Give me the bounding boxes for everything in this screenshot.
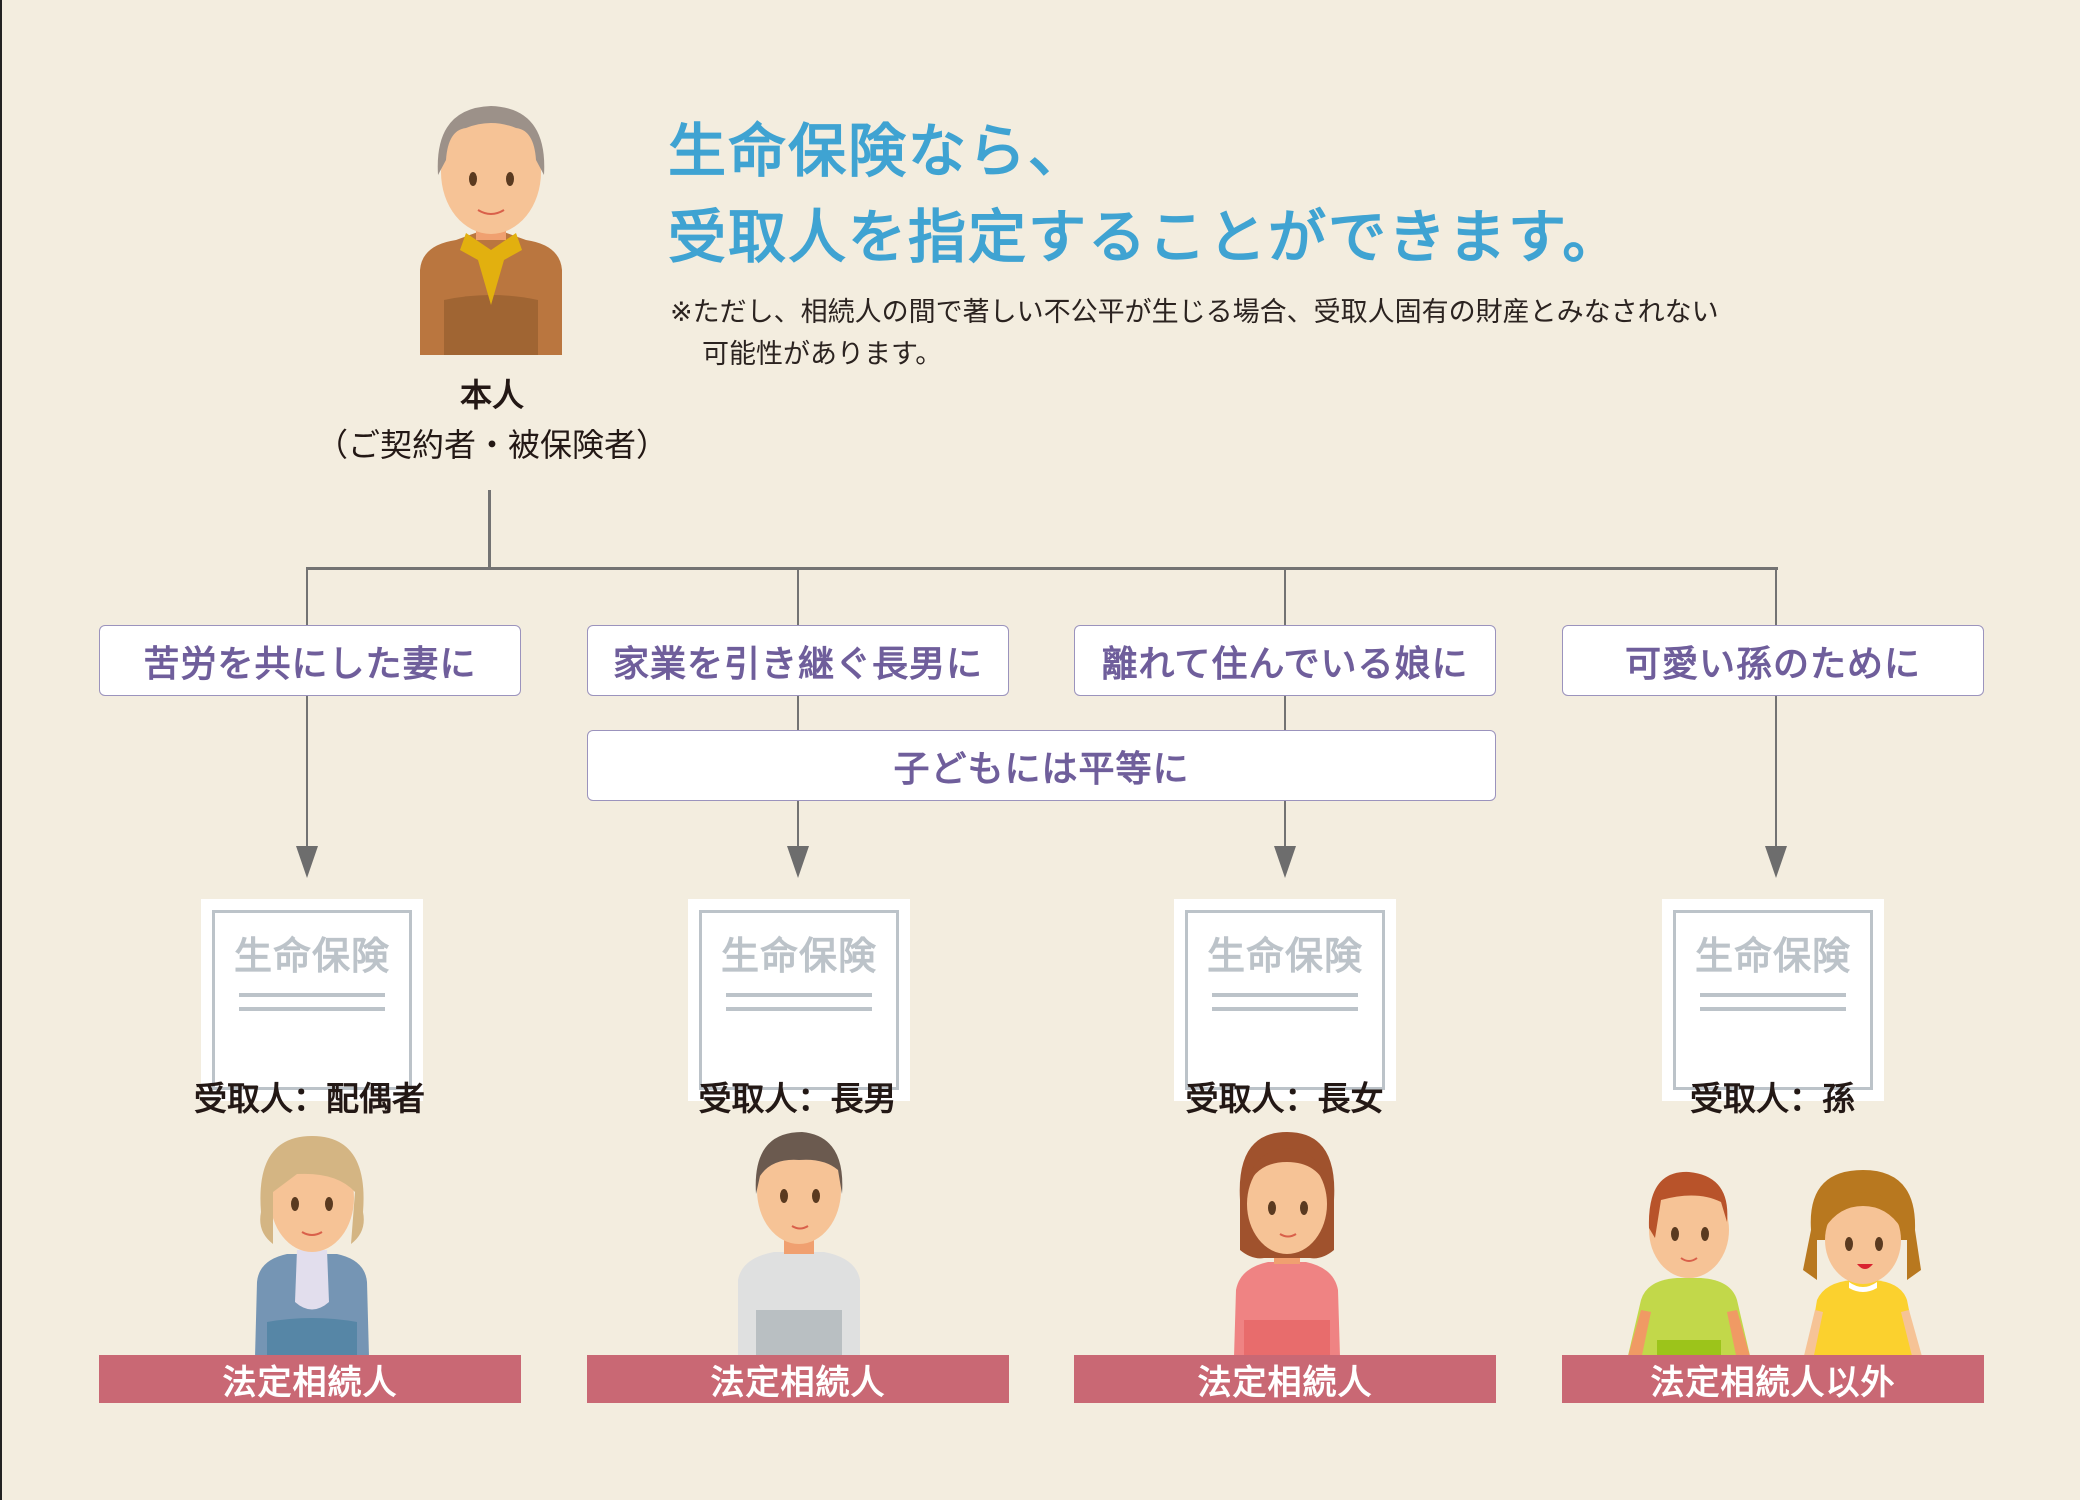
life-insurance-policy-icon: 生命保険 [201, 899, 423, 1101]
purpose-label: 苦労を共にした妻に [143, 643, 477, 685]
arrow-down-icon [296, 846, 318, 878]
young-man-icon [738, 1132, 860, 1357]
recipient-label-spouse: 受取人：配偶者 [194, 1079, 425, 1118]
recipient-label-grandchild: 受取人：孫 [1690, 1079, 1855, 1118]
heir-badge-eldest-son: 法定相続人 [587, 1355, 1009, 1403]
elderly-woman-icon [255, 1136, 369, 1357]
purpose-label: 可愛い孫のために [1624, 643, 1921, 685]
arrow-down-icon [787, 846, 809, 878]
life-insurance-policy-icon: 生命保険 [688, 899, 910, 1101]
self-label: 本人 （ご契約者・被保険者） [292, 370, 692, 470]
purpose-box-eldest-son: 家業を引き継ぐ長男に [587, 625, 1009, 696]
purpose-label: 離れて住んでいる娘に [1101, 643, 1469, 685]
footnote: ※ただし、相続人の間で著しい不公平が生じる場合、受取人固有の財産とみなされない … [670, 292, 1719, 376]
purpose-box-daughter: 離れて住んでいる娘に [1074, 625, 1496, 696]
policy-label: 生命保険 [720, 934, 877, 978]
connector-to-policy-4 [1775, 695, 1777, 850]
life-insurance-policy-icon: 生命保険 [1662, 899, 1884, 1101]
connector-daughter-to-shared [1284, 695, 1286, 730]
heir-badge-grandchild: 法定相続人以外 [1562, 1355, 1984, 1403]
purpose-label: 子どもには平等に [893, 748, 1190, 790]
heir-badge-label: 法定相続人 [1197, 1362, 1373, 1403]
heir-badge-eldest-daughter: 法定相続人 [1074, 1355, 1496, 1403]
young-woman-icon [1234, 1132, 1340, 1357]
headline: 生命保険なら、 受取人を指定することができます。 [668, 108, 1622, 280]
headline-line-1: 生命保険なら、 [668, 117, 1089, 185]
purpose-box-children-equal: 子どもには平等に [587, 730, 1496, 801]
connector-son-to-shared [797, 695, 799, 730]
recipient-label-eldest-son: 受取人：長男 [698, 1079, 897, 1118]
life-insurance-policy-icon: 生命保険 [1174, 899, 1396, 1101]
connector-drop-1 [306, 567, 308, 625]
policy-label: 生命保険 [1206, 934, 1363, 978]
connector-trunk [488, 490, 491, 570]
purpose-box-grandchild: 可愛い孫のために [1562, 625, 1984, 696]
heir-badge-spouse: 法定相続人 [99, 1355, 521, 1403]
connector-to-policy-2 [797, 800, 799, 850]
footnote-line-1: ※ただし、相続人の間で著しい不公平が生じる場合、受取人固有の財産とみなされない [670, 297, 1719, 328]
purpose-label: 家業を引き継ぐ長男に [612, 643, 983, 685]
elderly-man-icon [420, 106, 562, 355]
heir-badge-label: 法定相続人 [710, 1362, 886, 1403]
purpose-box-wife: 苦労を共にした妻に [99, 625, 521, 696]
heir-badge-label: 法定相続人以外 [1650, 1362, 1896, 1403]
policy-label: 生命保険 [1694, 934, 1851, 978]
recipient-label-eldest-daughter: 受取人：長女 [1185, 1079, 1384, 1118]
connector-drop-3 [1284, 567, 1286, 625]
grandchildren-icon [1627, 1170, 1923, 1360]
heir-badge-label: 法定相続人 [222, 1362, 398, 1403]
self-name: 本人 [459, 376, 524, 414]
arrow-down-icon [1274, 846, 1296, 878]
self-role: （ご契約者・被保険者） [315, 426, 668, 464]
headline-line-2: 受取人を指定することができます。 [668, 203, 1623, 271]
footnote-line-2: 可能性があります。 [702, 339, 943, 370]
policy-label: 生命保険 [233, 934, 390, 978]
connector-to-policy-3 [1284, 800, 1286, 850]
connector-drop-4 [1775, 567, 1777, 625]
connector-horizontal [306, 567, 1778, 570]
connector-to-policy-1 [306, 695, 308, 850]
arrow-down-icon [1765, 846, 1787, 878]
connector-drop-2 [797, 567, 799, 625]
